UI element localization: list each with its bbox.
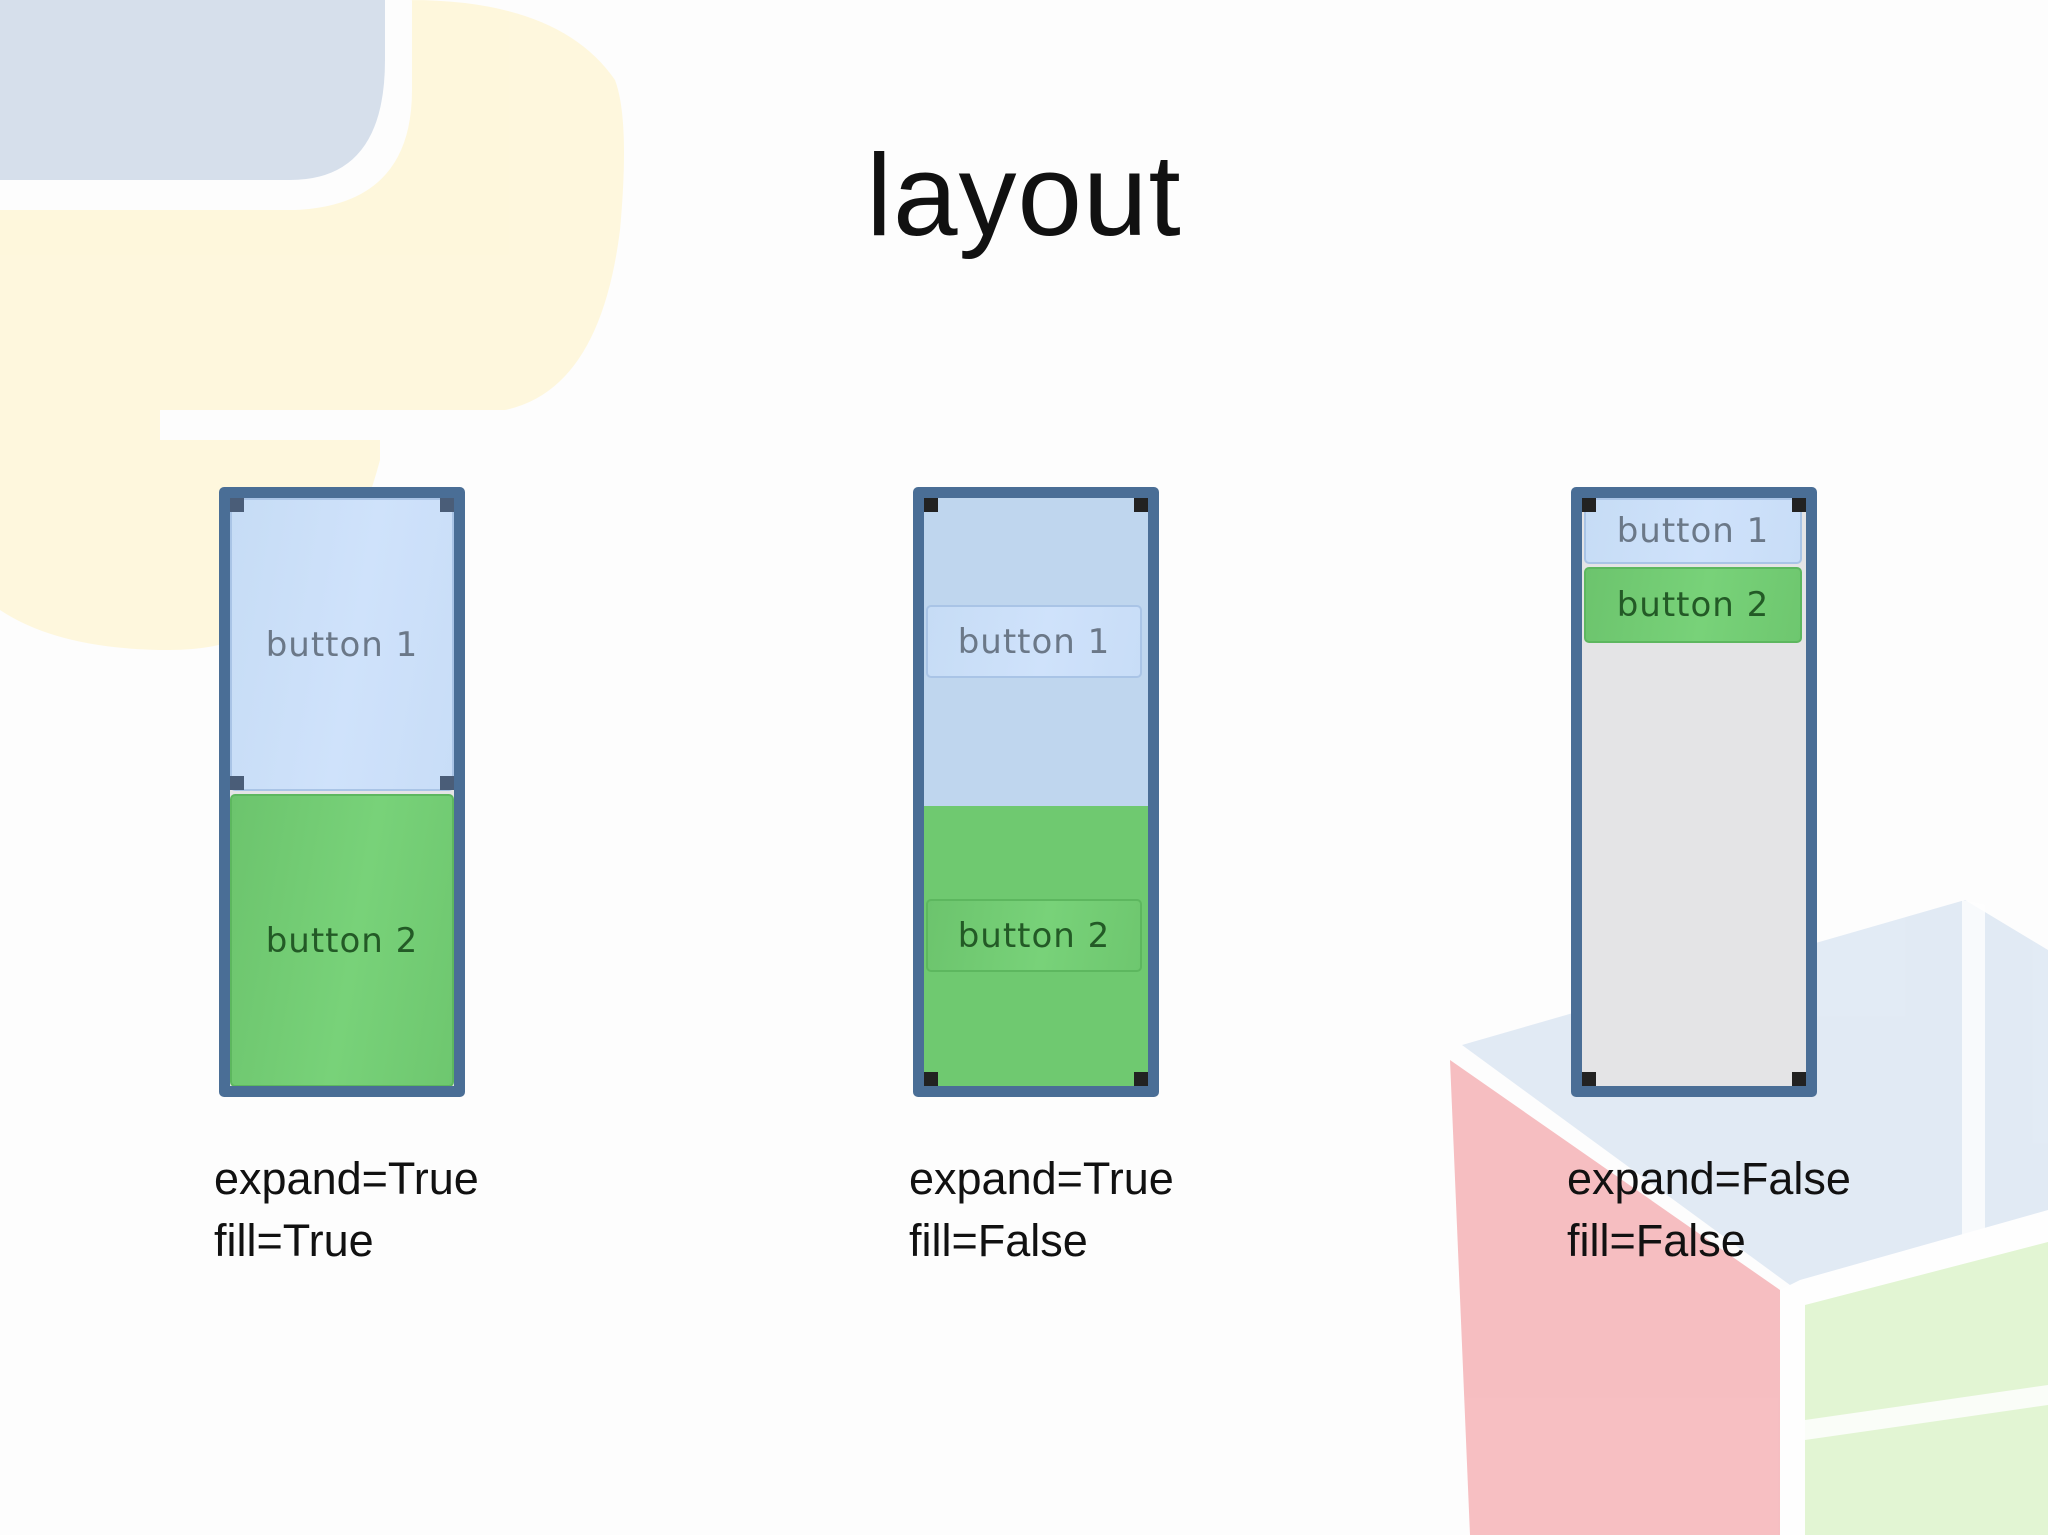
corner-marker	[924, 498, 938, 512]
button-2-label: button 2	[266, 921, 419, 961]
corner-marker	[1134, 498, 1148, 512]
fill-setting: fill=False	[1567, 1210, 1851, 1272]
caption-expand-nofill: expand=True fill=False	[909, 1148, 1174, 1272]
expand-setting: expand=True	[909, 1148, 1174, 1210]
corner-marker	[1134, 1072, 1148, 1086]
fill-setting: fill=False	[909, 1210, 1174, 1272]
expand-setting: expand=False	[1567, 1148, 1851, 1210]
demo-window-expand-fill: button 1 button 2	[219, 487, 465, 1097]
corner-marker	[440, 498, 454, 512]
button-2-label: button 2	[1617, 585, 1770, 625]
corner-marker	[1792, 498, 1806, 512]
corner-marker	[230, 776, 244, 790]
demo-window-expand-nofill: button 1 button 2	[913, 487, 1159, 1097]
caption-expand-fill: expand=True fill=True	[214, 1148, 479, 1272]
button-1-label: button 1	[1617, 511, 1770, 551]
corner-marker	[440, 776, 454, 790]
button-2-label: button 2	[958, 916, 1111, 956]
button-1[interactable]: button 1	[230, 498, 454, 791]
corner-marker	[1582, 498, 1596, 512]
button-1-label: button 1	[266, 625, 419, 665]
button-1[interactable]: button 1	[926, 605, 1142, 678]
corner-marker	[230, 498, 244, 512]
button-1[interactable]: button 1	[1584, 498, 1802, 564]
button-1-label: button 1	[958, 622, 1111, 662]
expand-setting: expand=True	[214, 1148, 479, 1210]
caption-noexpand-nofill: expand=False fill=False	[1567, 1148, 1851, 1272]
corner-marker	[1582, 1072, 1596, 1086]
corner-marker	[924, 1072, 938, 1086]
demo-window-noexpand-nofill: button 1 button 2	[1571, 487, 1817, 1097]
fill-setting: fill=True	[214, 1210, 479, 1272]
slide-title: layout	[0, 128, 2048, 262]
corner-marker	[1792, 1072, 1806, 1086]
button-2[interactable]: button 2	[926, 899, 1142, 972]
button-2[interactable]: button 2	[230, 794, 454, 1087]
button-2[interactable]: button 2	[1584, 567, 1802, 643]
